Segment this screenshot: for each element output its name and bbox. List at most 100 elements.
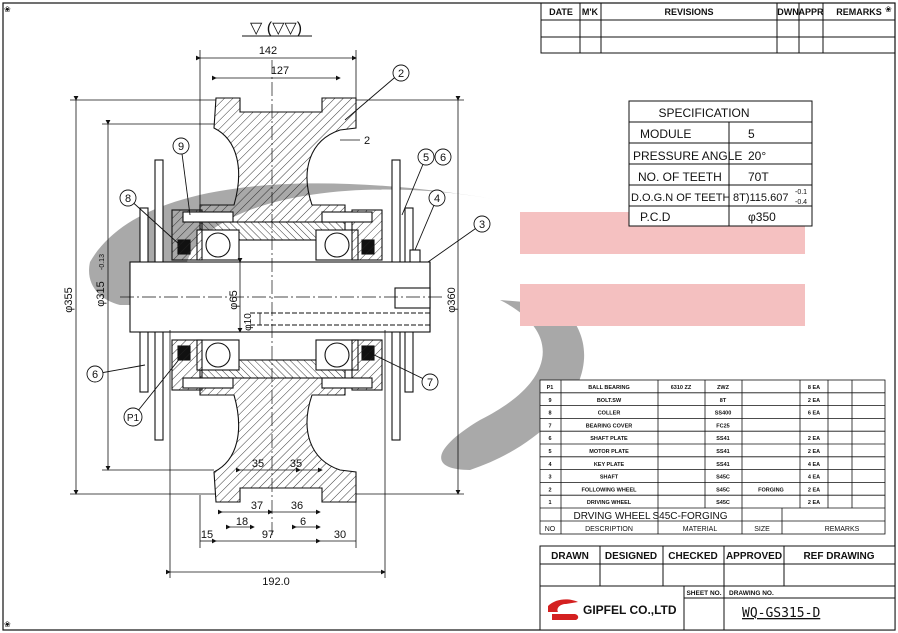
title-block-headers: DRAWN DESIGNED CHECKED APPROVED REF DRAW… — [551, 551, 875, 562]
dim-315-tol: -0.13 — [99, 254, 106, 270]
bom-title-desc: DRVING WHEEL — [573, 511, 650, 522]
bom-cell-no: 2 — [548, 487, 551, 493]
balloon-5: 5 — [423, 152, 429, 164]
dim-18: 18 — [236, 516, 248, 528]
tb-header-ref-drawing: REF DRAWING — [803, 551, 874, 562]
tb-sheet-no-label: SHEET NO. — [686, 590, 721, 597]
dim-192: 192.0 — [262, 576, 290, 588]
bom-title-row: DRVING WHEEL S45C-FORGING — [573, 511, 727, 522]
dim-30: 30 — [334, 529, 346, 541]
bom-rows: P1 BALL BEARING 6310 ZZ ZWZ 8 EA 9 BOLT.SW 8T 2 … — [547, 385, 821, 506]
bom-cell-qty: 2 EA — [808, 487, 820, 493]
tb-header-drawn: DRAWN — [551, 551, 589, 562]
balloon-4: 4 — [434, 193, 440, 205]
dimension-lines — [70, 50, 464, 578]
balloon-labels: 2 9 5 6 8 4 3 6 P1 7 — [92, 68, 485, 424]
bom-cell-desc: FOLLOWING WHEEL — [582, 487, 638, 493]
bom-cell-desc: KEY PLATE — [594, 462, 625, 468]
spec-value-module: 5 — [748, 127, 755, 141]
bom-cell-no: 6 — [548, 436, 551, 442]
balloon-7: 7 — [427, 377, 433, 389]
tb-header-approved: APPROVED — [726, 551, 782, 562]
watermark-logo — [89, 183, 805, 470]
bom-headers: NO DESCRIPTION MATERIAL SIZE REMARKS — [545, 526, 860, 533]
bom-cell-c4: ZWZ — [717, 385, 730, 391]
bom-cell-c4: S45C — [716, 475, 730, 481]
balloon-2: 2 — [398, 68, 404, 80]
bom-header-description: DESCRIPTION — [585, 526, 633, 533]
bom-cell-no: 5 — [548, 449, 551, 455]
dim-10: φ10 — [243, 313, 254, 331]
dim-97: 97 — [262, 529, 274, 541]
bom-cell-material: 6310 ZZ — [671, 385, 692, 391]
rev-header-dwn: DWN — [777, 7, 799, 17]
balloon-8: 8 — [125, 193, 131, 205]
dim-127: 127 — [271, 65, 289, 77]
spec-label-module: MODULE — [640, 127, 691, 141]
spec-label-pcd: P.C.D — [640, 210, 671, 224]
specification-text: SPECIFICATION MODULE 5 PRESSURE ANGLE 20… — [631, 106, 807, 224]
bom-table — [539, 379, 886, 535]
bom-cell-no: 8 — [548, 411, 551, 417]
dim-6: 6 — [300, 516, 306, 528]
spec-value-pcd: φ350 — [748, 210, 776, 224]
bom-cell-desc: BOLT.SW — [597, 398, 622, 404]
part-balloons — [86, 64, 491, 427]
bom-header-remarks: REMARKS — [825, 526, 860, 533]
spec-label-dogn: D.O.G.N OF TEETH — [631, 192, 730, 204]
balloon-6-bottom: 6 — [92, 369, 98, 381]
balloon-6-top: 6 — [440, 152, 446, 164]
spec-value-teeth: 70T — [748, 170, 769, 184]
spec-value-dogn: 8T)115.607 — [733, 192, 788, 204]
revisions-table — [540, 2, 896, 54]
rev-header-date: DATE — [549, 7, 573, 17]
bom-cell-desc: DRIVING WHEEL — [587, 500, 632, 506]
bom-cell-no: 7 — [548, 423, 551, 429]
bom-cell-desc: MOTOR PLATE — [589, 449, 629, 455]
rev-header-remarks: REMARKS — [836, 7, 882, 17]
bom-cell-no: 3 — [548, 475, 551, 481]
dim-36: 36 — [291, 500, 303, 512]
bom-cell-no: 9 — [548, 398, 551, 404]
bom-cell-desc: BEARING COVER — [586, 423, 632, 429]
spec-label-teeth: NO. OF TEETH — [638, 170, 722, 184]
svg-text:❀: ❀ — [4, 5, 11, 14]
bom-cell-c4: S45C — [716, 487, 730, 493]
bom-cell-qty: 2 EA — [808, 398, 820, 404]
specification-table — [628, 100, 813, 227]
spec-tol-lower: -0.4 — [795, 199, 807, 206]
dim-65: φ65 — [228, 290, 240, 309]
dim-35b: 35 — [290, 458, 302, 470]
tb-drawing-no-label: DRAWING NO. — [729, 590, 774, 597]
company-name: GIPFEL CO.,LTD — [583, 603, 677, 617]
dim-37: 37 — [251, 500, 263, 512]
bom-header-no: NO — [545, 526, 556, 533]
bom-cell-qty: 4 EA — [808, 475, 820, 481]
bom-cell-desc: SHAFT PLATE — [590, 436, 628, 442]
svg-text:❀: ❀ — [4, 620, 11, 629]
bom-cell-c4: S45C — [716, 500, 730, 506]
company-logo-icon — [548, 599, 579, 620]
bom-cell-no: 1 — [548, 500, 551, 506]
tb-header-checked: CHECKED — [668, 551, 717, 562]
bom-cell-c4: 8T — [720, 398, 727, 404]
surface-finish-symbol: ▽ (▽▽) — [250, 20, 302, 37]
dim-142: 142 — [259, 45, 277, 57]
spec-tol-upper: -0.1 — [795, 189, 807, 196]
bom-cell-desc: COLLER — [598, 411, 621, 417]
revisions-headers: DATE M'K REVISIONS DWN APPR REMARKS — [549, 7, 882, 17]
bom-cell-desc: BALL BEARING — [588, 385, 629, 391]
bom-cell-desc: SHAFT — [600, 475, 619, 481]
bom-cell-c4: SS41 — [716, 462, 729, 468]
bom-cell-qty: 8 EA — [808, 385, 820, 391]
bom-cell-no: 4 — [548, 462, 552, 468]
bom-cell-qty: 4 EA — [808, 462, 820, 468]
bom-cell-c4: SS41 — [716, 449, 729, 455]
bom-header-size: SIZE — [754, 526, 770, 533]
dim-2: 2 — [364, 135, 370, 147]
bom-cell-no: P1 — [547, 385, 554, 391]
spec-label-pressure-angle: PRESSURE ANGLE — [633, 149, 742, 163]
bom-cell-c4: SS41 — [716, 436, 729, 442]
